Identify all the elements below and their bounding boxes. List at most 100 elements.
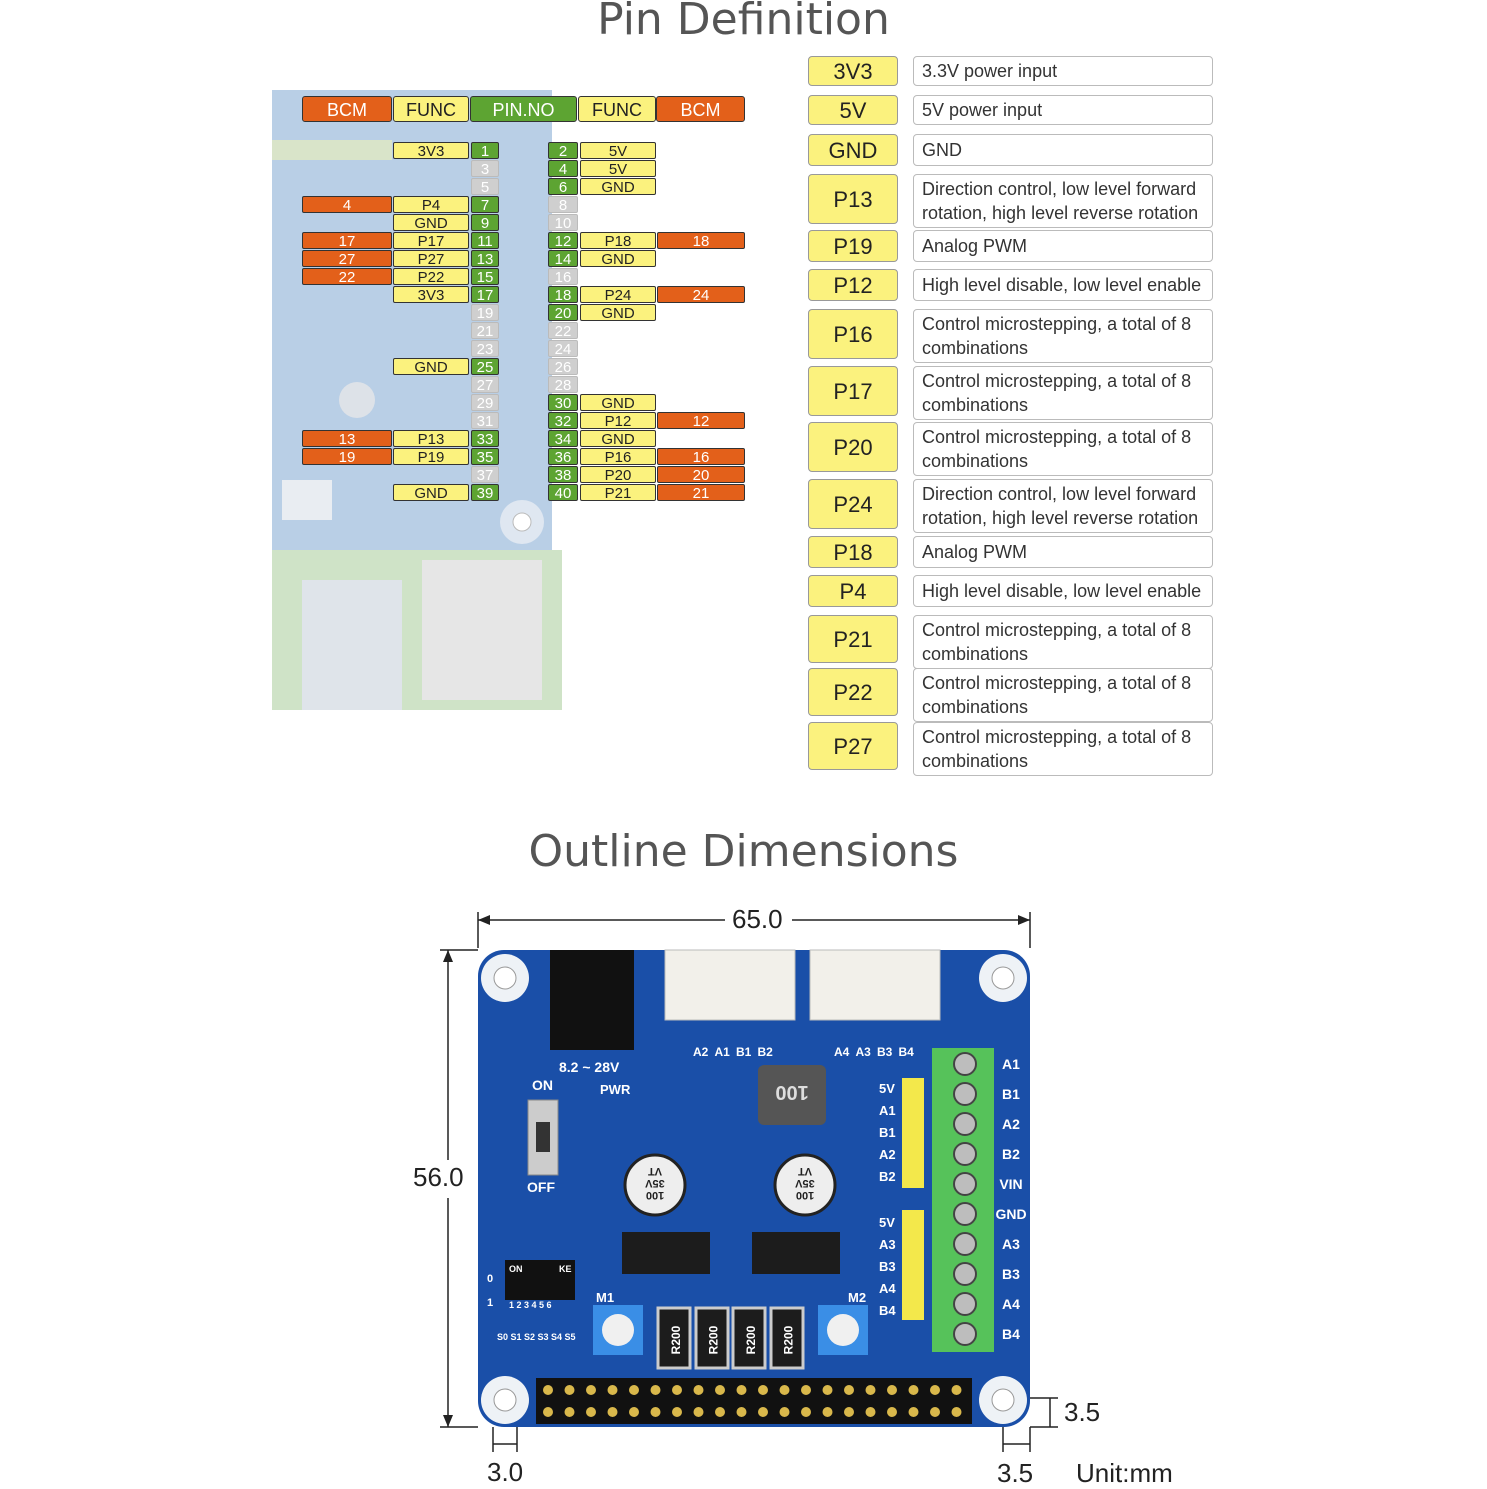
def-pin-p13: P13 bbox=[808, 174, 898, 224]
switch-off-label: OFF bbox=[527, 1179, 555, 1195]
gpio-pin bbox=[586, 1407, 596, 1417]
pin-func-11: P17 bbox=[393, 232, 469, 250]
def-pin-p16: P16 bbox=[808, 309, 898, 359]
motor-a-label-b1: B1 bbox=[736, 1045, 752, 1059]
gpio-pin bbox=[672, 1385, 682, 1395]
gpio-pin bbox=[736, 1407, 747, 1417]
gpio-pin bbox=[650, 1407, 661, 1417]
def-desc-p19: Analog PWM bbox=[913, 230, 1213, 262]
pin-number-16: 16 bbox=[548, 268, 578, 286]
def-pin-p4: P4 bbox=[808, 575, 898, 607]
gpio-pin bbox=[693, 1385, 704, 1395]
pin-number-4: 4 bbox=[548, 160, 578, 178]
pin-number-40: 40 bbox=[548, 484, 578, 502]
header2-label-b4: B4 bbox=[879, 1303, 896, 1318]
def-desc-p24: Direction control, low level forward rot… bbox=[913, 479, 1213, 533]
pin-func-17: 3V3 bbox=[393, 286, 469, 304]
gpio-pin bbox=[865, 1385, 876, 1395]
pin-bcm-15: 22 bbox=[302, 268, 392, 286]
gpio-pin bbox=[715, 1385, 725, 1395]
gpio-pin bbox=[543, 1385, 553, 1395]
pin-number-35: 35 bbox=[471, 448, 499, 466]
def-pin-p18: P18 bbox=[808, 536, 898, 568]
pin-number-32: 32 bbox=[548, 412, 578, 430]
pin-bcm-35: 19 bbox=[302, 448, 392, 466]
gpio-pin bbox=[543, 1407, 553, 1417]
gpio-pin bbox=[801, 1385, 811, 1395]
terminal-label-a1: A1 bbox=[1002, 1056, 1020, 1072]
def-pin-gnd: GND bbox=[808, 134, 898, 166]
def-desc-gnd: GND bbox=[913, 134, 1213, 166]
pin-number-34: 34 bbox=[548, 430, 578, 448]
pin-func-15: P22 bbox=[393, 268, 469, 286]
terminal-screw bbox=[953, 1322, 977, 1346]
header2-label-b3: B3 bbox=[879, 1259, 896, 1274]
pin-func-1: 3V3 bbox=[393, 142, 469, 160]
pin-number-6: 6 bbox=[548, 178, 578, 196]
gpio-pin bbox=[865, 1407, 876, 1417]
dip-on-label: ON bbox=[509, 1264, 523, 1274]
gpio-pin bbox=[908, 1407, 919, 1417]
def-desc-p4: High level disable, low level enable bbox=[913, 575, 1213, 607]
motor-a-label-a2: A2 bbox=[693, 1045, 709, 1059]
pin-number-3: 3 bbox=[471, 160, 499, 178]
pin-func-40: P21 bbox=[580, 484, 656, 502]
header-func-right: FUNC bbox=[578, 96, 656, 122]
gpio-pin bbox=[693, 1407, 704, 1417]
motor-b-label-b3: B3 bbox=[877, 1045, 893, 1059]
capacitor-label-1: VT bbox=[648, 1165, 662, 1177]
inductor bbox=[758, 1065, 826, 1125]
dip-0-label: 0 bbox=[487, 1273, 493, 1285]
pin-bcm-7: 4 bbox=[302, 196, 392, 214]
terminal-screw bbox=[953, 1112, 977, 1136]
gpio-pin bbox=[715, 1407, 725, 1417]
pin-number-15: 15 bbox=[471, 268, 499, 286]
gpio-pin bbox=[629, 1385, 639, 1395]
pin-number-11: 11 bbox=[471, 232, 499, 250]
pin-bcm-40: 21 bbox=[657, 484, 745, 502]
gpio-header bbox=[536, 1378, 972, 1424]
header1-label-5v: 5V bbox=[879, 1081, 895, 1096]
terminal-label-a3: A3 bbox=[1002, 1236, 1020, 1252]
gpio-pin bbox=[844, 1407, 854, 1417]
capacitor-label-2: 100 bbox=[796, 1189, 814, 1201]
gpio-pin bbox=[758, 1385, 768, 1395]
resistor-label: R200 bbox=[707, 1325, 721, 1354]
motor-a-label-b2: B2 bbox=[758, 1045, 774, 1059]
capacitor-label-1: 35V bbox=[645, 1177, 665, 1189]
yellow-header-1 bbox=[902, 1078, 924, 1188]
gpio-pin bbox=[844, 1385, 854, 1395]
terminal-label-b1: B1 bbox=[1002, 1086, 1020, 1102]
voltage-label: 8.2 ~ 28V bbox=[559, 1059, 620, 1075]
dimension-lines bbox=[440, 912, 1058, 1452]
driver-chip-1 bbox=[622, 1232, 710, 1274]
resistor-label: R200 bbox=[744, 1325, 758, 1354]
pin-func-4: 5V bbox=[580, 160, 656, 178]
pin-func-13: P27 bbox=[393, 250, 469, 268]
pin-number-7: 7 bbox=[471, 196, 499, 214]
gpio-pin bbox=[887, 1385, 897, 1395]
pin-func-6: GND bbox=[580, 178, 656, 196]
pin-func-30: GND bbox=[580, 394, 656, 412]
width-dimension: 65.0 bbox=[732, 904, 783, 934]
pin-number-38: 38 bbox=[548, 466, 578, 484]
pin-number-31: 31 bbox=[471, 412, 499, 430]
pin-number-12: 12 bbox=[548, 232, 578, 250]
gpio-pin bbox=[586, 1385, 596, 1395]
terminal-label-b3: B3 bbox=[1002, 1266, 1020, 1282]
def-desc-p27: Control microstepping, a total of 8 comb… bbox=[913, 722, 1213, 776]
terminal-label-gnd: GND bbox=[995, 1206, 1026, 1222]
gpio-pin bbox=[779, 1385, 790, 1395]
pin-number-8: 8 bbox=[548, 196, 578, 214]
header1-label-a1: A1 bbox=[879, 1103, 896, 1118]
gpio-pin bbox=[930, 1407, 940, 1417]
pwr-led-label: PWR bbox=[600, 1082, 631, 1097]
terminal-label-a4: A4 bbox=[1002, 1296, 1020, 1312]
dip-switch-s-labels: S0 S1 S2 S3 S4 S5 bbox=[497, 1332, 576, 1342]
m1-label: M1 bbox=[596, 1290, 614, 1305]
dimension-arrows bbox=[443, 915, 1030, 1427]
pin-bcm-12: 18 bbox=[657, 232, 745, 250]
pin-number-28: 28 bbox=[548, 376, 578, 394]
def-desc-p20: Control microstepping, a total of 8 comb… bbox=[913, 422, 1213, 476]
